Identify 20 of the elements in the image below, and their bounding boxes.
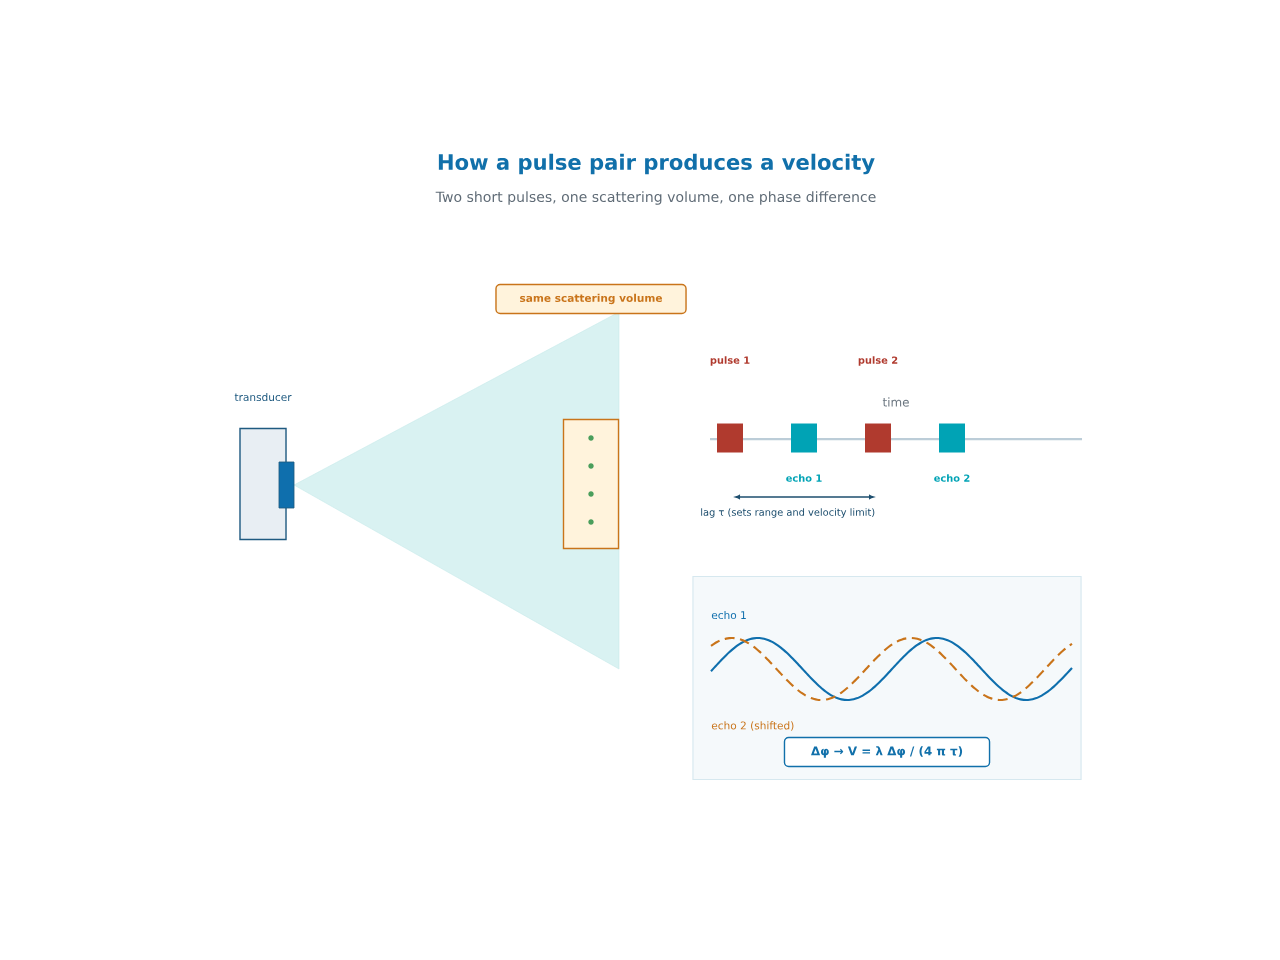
title: How a pulse pair produces a velocity: [438, 153, 875, 175]
axis-label: time: [882, 397, 909, 407]
pulse-block: [717, 423, 743, 453]
wave-label: echo 2 (shifted): [711, 721, 794, 731]
formula-box: Δφ → V = λ Δφ / (4 π τ): [783, 736, 991, 768]
note: lag τ (sets range and velocity limit): [701, 508, 875, 518]
pulse-block: [865, 423, 891, 453]
pulse-label: pulse 2: [858, 356, 898, 366]
node-label: echo 2: [934, 474, 970, 482]
waveform-panel: [692, 575, 1082, 781]
node-label: echo 1: [786, 474, 822, 482]
callout-box: same scattering volume: [495, 283, 687, 315]
pulse-label: pulse 1: [710, 356, 750, 366]
subtitle: Two short pulses, one scattering volume, one phase difference: [435, 191, 876, 205]
echo-block: echo 1: [786, 423, 822, 482]
node-label: transducer: [234, 392, 292, 402]
transducer-drawing: transducer: [234, 392, 295, 541]
wave-label: echo 1: [711, 610, 746, 620]
echo-block: echo 2: [934, 423, 970, 482]
volume-box: [562, 418, 620, 550]
